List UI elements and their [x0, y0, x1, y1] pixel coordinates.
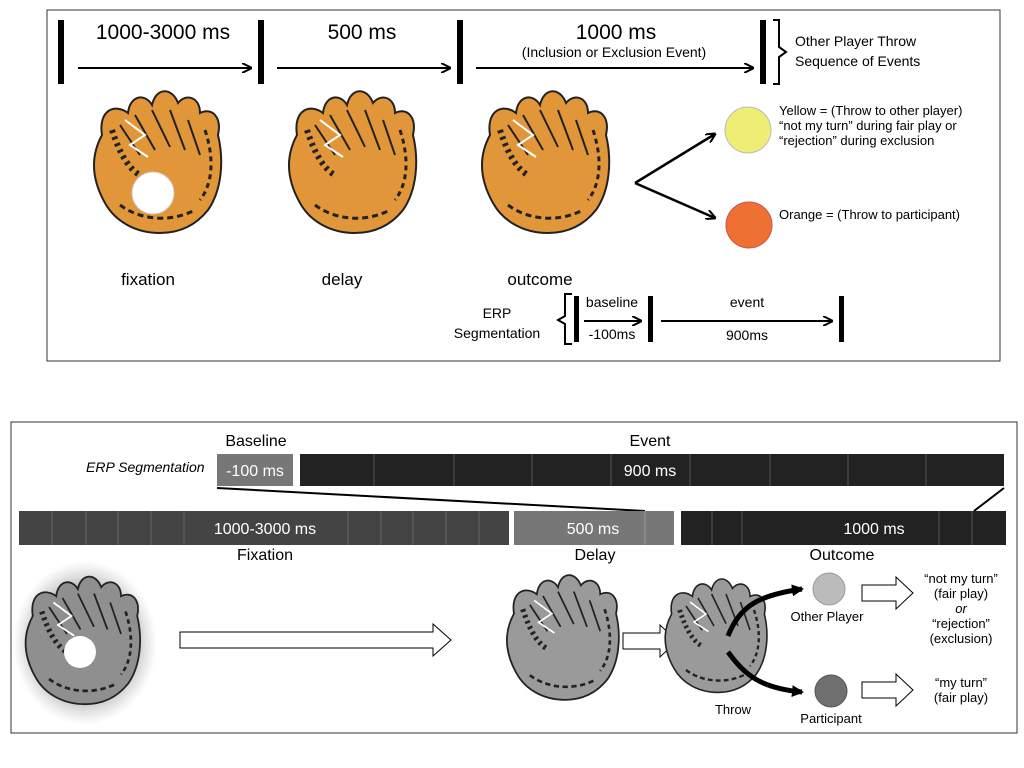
- phase1-duration: 1000-3000 ms: [96, 21, 230, 44]
- orange-ball-icon: [725, 201, 773, 249]
- legend-orange: Orange = (Throw to participant): [779, 207, 960, 222]
- baseline-title: Baseline: [225, 433, 286, 450]
- bottom-panel-frame: [10, 421, 1018, 734]
- delay-bar: [514, 511, 674, 545]
- participant-label: Participant: [800, 711, 862, 726]
- result-arrow-icon: [861, 672, 914, 708]
- timeline-bar-marker: [258, 20, 264, 84]
- branch-arrow: [634, 181, 715, 218]
- event-value: 900 ms: [624, 463, 676, 480]
- top-panel-frame: [46, 9, 1001, 362]
- delay-value: 500 ms: [567, 521, 619, 538]
- erp-baseline-ms: -100ms: [589, 326, 636, 342]
- outcome-value: 1000 ms: [843, 521, 904, 538]
- erp-baseline: baseline: [586, 294, 638, 310]
- branch-arrow: [634, 134, 715, 185]
- baseball-glove-icon: [289, 91, 416, 233]
- participant-result: (fair play): [934, 690, 988, 705]
- phase2-duration: 500 ms: [328, 21, 397, 44]
- sequence-bracket: [773, 19, 788, 85]
- outcome-branches: Yellow = (Throw to other player) “not my…: [634, 103, 962, 249]
- other-result: (fair play): [934, 586, 988, 601]
- bottom-connector-lines: [216, 487, 1005, 512]
- outcome-label: outcome: [507, 270, 572, 289]
- event-title: Event: [630, 433, 671, 450]
- other-result: (exclusion): [930, 631, 993, 646]
- bottom-timeline-row: 1000-3000 ms 500 ms 1000 ms Fixation Del…: [19, 511, 1006, 564]
- top-gloves: fixation delay outcome: [94, 91, 609, 289]
- bottom-outcomes: Other Player Participant “not my turn” (…: [791, 571, 998, 726]
- outcome-bar-gridlines: [711, 511, 973, 545]
- erp-segmentation-label: ERP Segmentation: [86, 459, 205, 475]
- legend-yellow: “rejection” during exclusion: [779, 133, 934, 148]
- fixation-value: 1000-3000 ms: [214, 521, 316, 538]
- bottom-gloves: Throw: [13, 561, 804, 725]
- delay-title: Delay: [575, 547, 616, 564]
- yellow-ball-icon: [724, 106, 772, 154]
- timeline-bar-marker: [457, 20, 463, 84]
- other-result: “not my turn”: [924, 571, 998, 586]
- top-erp-segmentation: ERP Segmentation baseline -100ms event 9…: [454, 293, 844, 345]
- legend-yellow: Yellow = (Throw to other player): [779, 103, 962, 118]
- erp-event: event: [730, 294, 764, 310]
- erp-bracket: [555, 293, 572, 345]
- result-arrow-icon: [861, 575, 914, 611]
- erp-marker: [839, 296, 844, 342]
- top-timeline: 1000-3000 ms 500 ms 1000 ms (Inclusion o…: [58, 19, 920, 85]
- baseline-bar: [217, 454, 293, 486]
- timeline-bar-marker: [760, 20, 766, 84]
- fixation-title: Fixation: [237, 547, 293, 564]
- event-bar-gridlines: [373, 454, 927, 486]
- erp-marker: [574, 296, 579, 342]
- erp-label: ERP: [483, 305, 512, 321]
- baseball-glove-icon: [482, 91, 609, 233]
- participant-ball-icon: [814, 674, 848, 708]
- other-result-or: or: [955, 601, 967, 616]
- erp-event-ms: 900ms: [726, 327, 768, 343]
- event-bar: [300, 454, 1004, 486]
- outcome-title: Outcome: [810, 547, 875, 564]
- other-result: “rejection”: [932, 616, 990, 631]
- outcome-bar: [681, 511, 1006, 545]
- progress-arrow-icon: [179, 622, 452, 658]
- bottom-erp-row: Baseline Event ERP Segmentation -100 ms …: [86, 433, 1004, 486]
- throw-label: Throw: [715, 702, 752, 717]
- sequence-label: Sequence of Events: [795, 53, 920, 69]
- fixation-label: fixation: [121, 270, 175, 289]
- erp-label: Segmentation: [454, 325, 540, 341]
- fixation-bar-gridlines: [51, 511, 480, 545]
- phase3-note: (Inclusion or Exclusion Event): [522, 44, 706, 60]
- baseball-glove-icon: [507, 575, 619, 700]
- legend-yellow: “not my turn” during fair play or: [779, 118, 957, 133]
- delay-label: delay: [322, 270, 363, 289]
- participant-result: “my turn”: [935, 675, 987, 690]
- throw-arrow-icon: [725, 584, 804, 637]
- fixation-bar: [19, 511, 509, 545]
- white-ball-icon: [64, 636, 96, 668]
- erp-marker: [648, 296, 653, 342]
- phase3-duration: 1000 ms: [576, 21, 657, 44]
- baseline-value: -100 ms: [226, 463, 284, 480]
- throw-arrow-icon: [725, 650, 804, 698]
- white-ball-icon: [131, 171, 175, 215]
- other-player-label: Other Player: [791, 609, 865, 624]
- timeline-bar-marker: [58, 20, 64, 84]
- sequence-label: Other Player Throw: [795, 33, 917, 49]
- other-player-ball-icon: [812, 572, 846, 606]
